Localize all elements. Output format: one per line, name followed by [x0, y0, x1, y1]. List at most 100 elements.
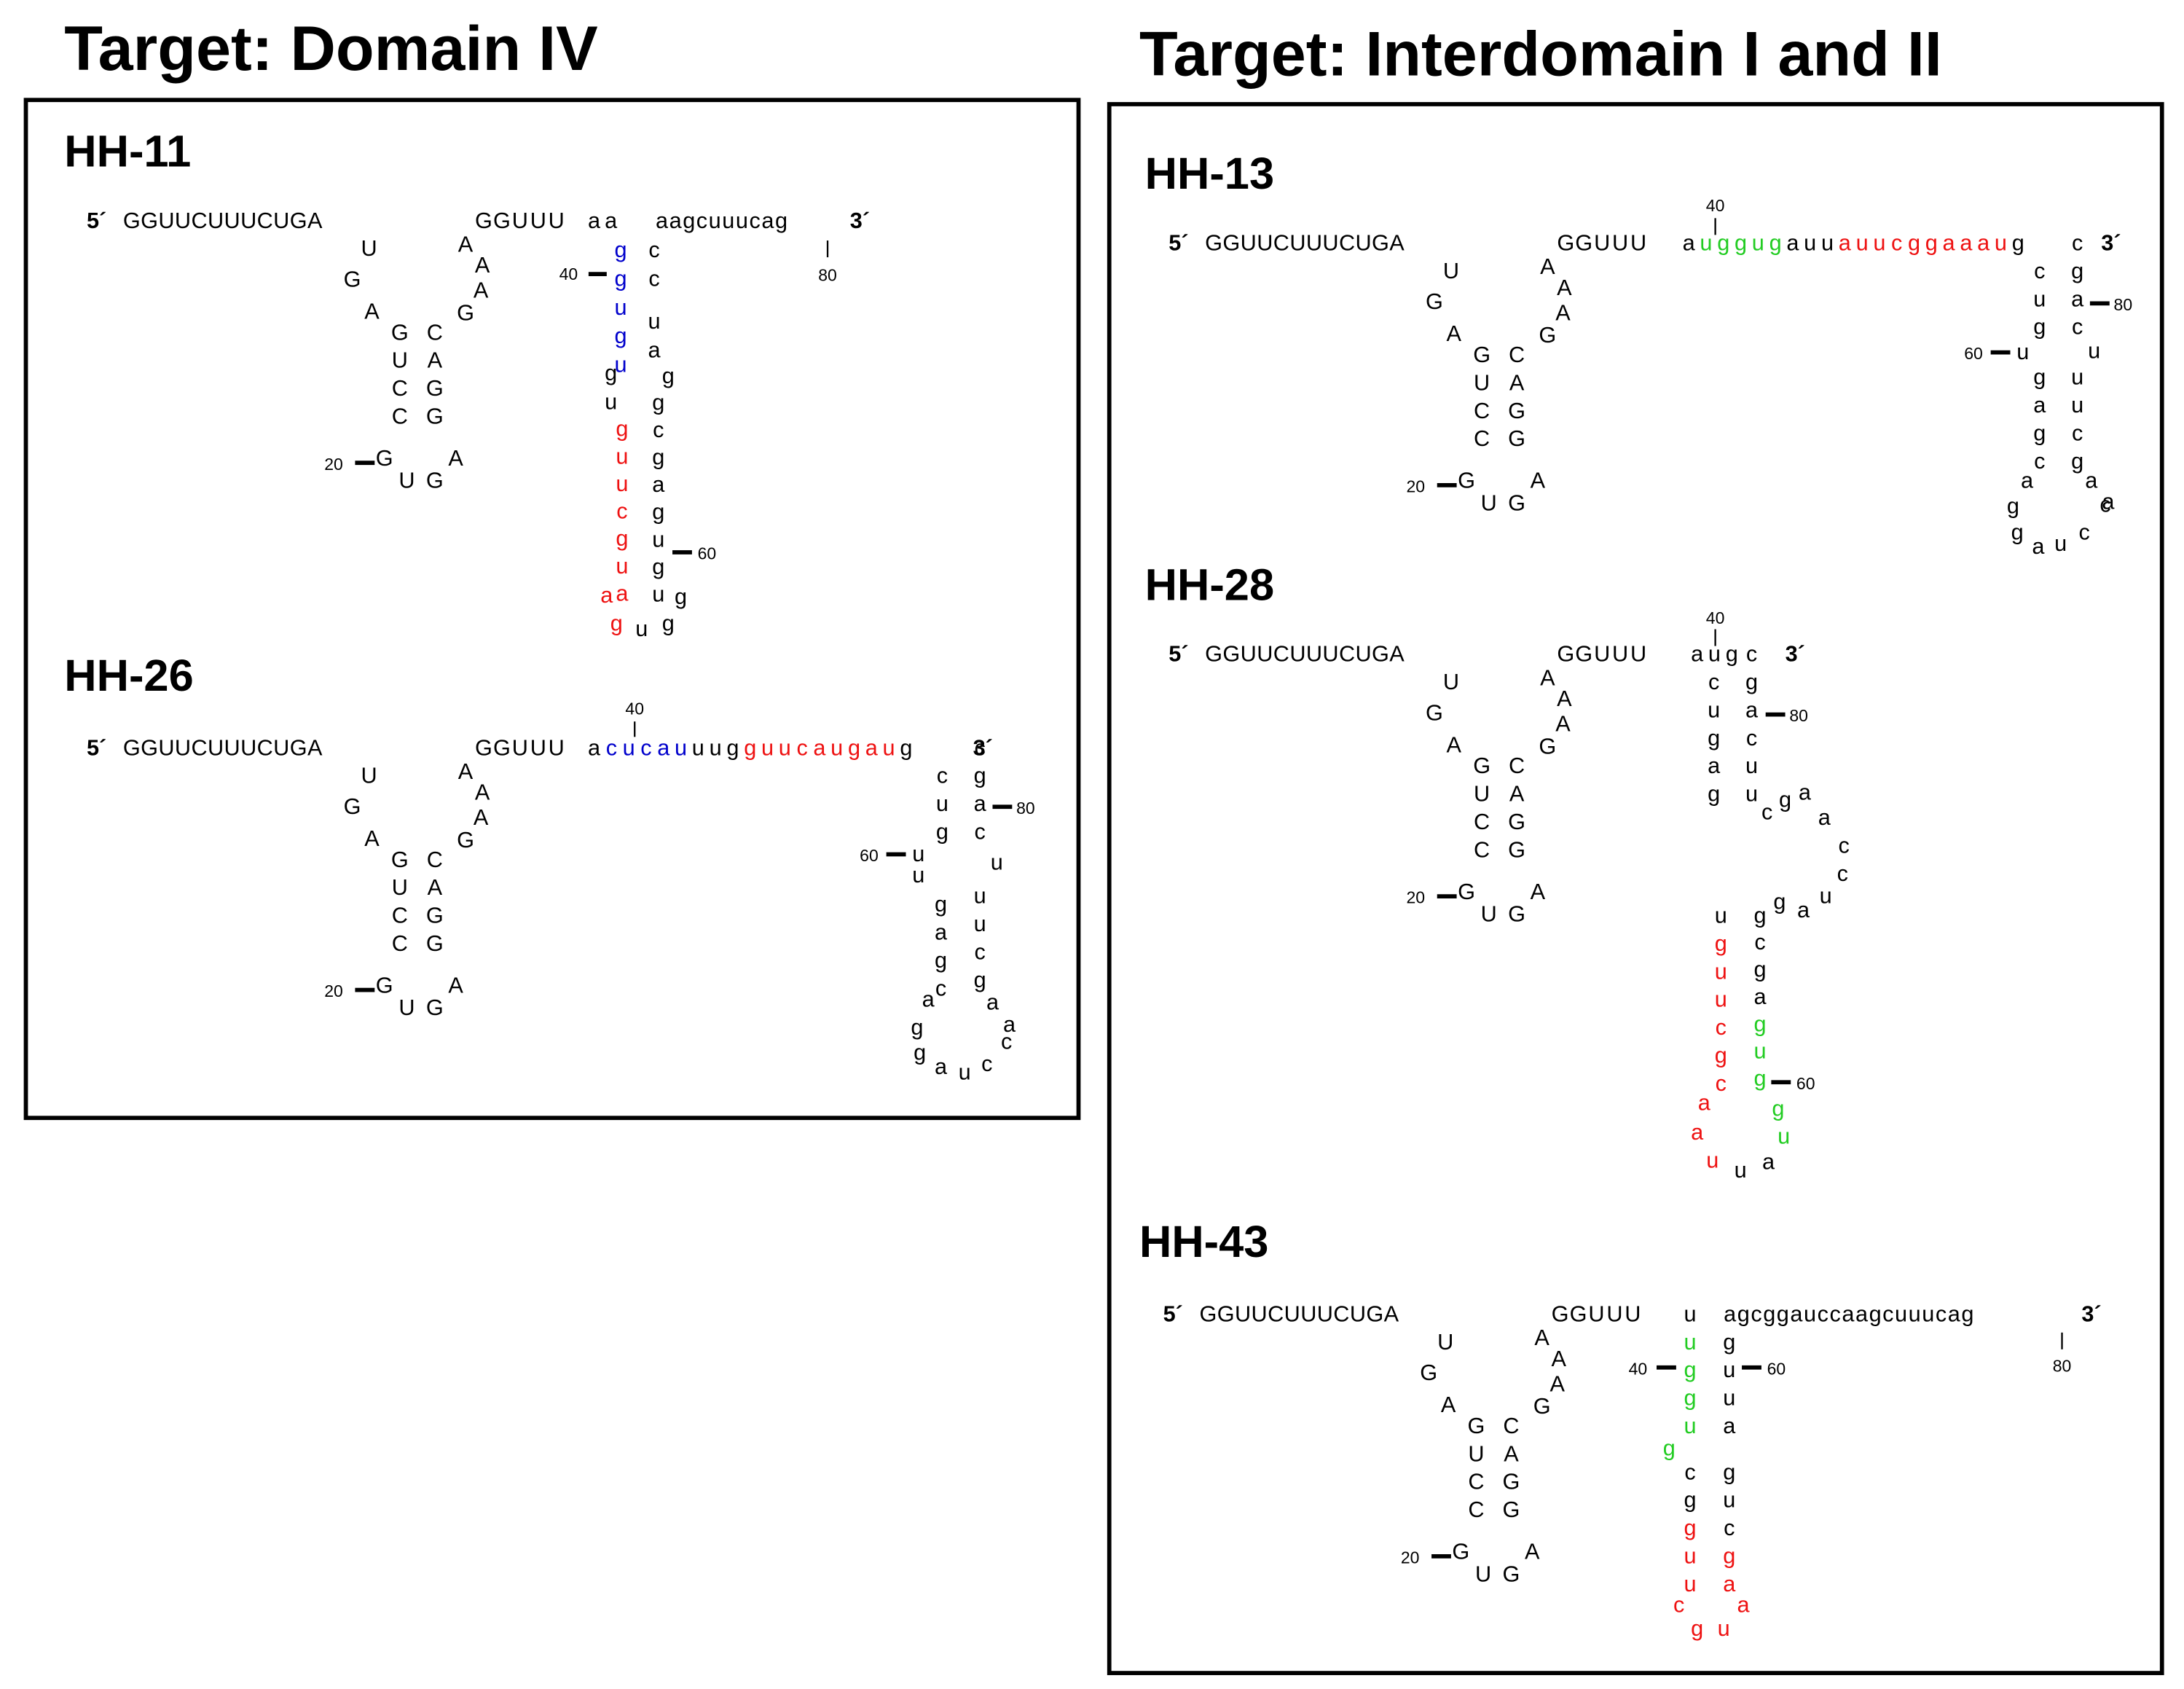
base: g [1684, 1357, 1697, 1382]
three-prime-label: 3´ [850, 208, 870, 233]
stem-base: C [1468, 1497, 1484, 1522]
loop-base: A [1531, 879, 1546, 904]
base: g [1726, 641, 1738, 667]
base: a [2033, 392, 2046, 418]
base: c [616, 498, 627, 524]
arm-base: U [1612, 230, 1628, 256]
base: a [2085, 468, 2098, 493]
base: c [648, 265, 659, 291]
base: a [1723, 1413, 1736, 1438]
arm-base: G [1552, 1301, 1569, 1326]
base: g [652, 499, 664, 525]
base: u [1708, 697, 1720, 722]
stem-base: A [428, 348, 443, 373]
arm-base: U [1625, 1301, 1641, 1326]
arm-base: G [475, 734, 492, 760]
core-base: U [361, 763, 377, 788]
core-base: U [1443, 258, 1459, 283]
base: u [2071, 392, 2083, 418]
base: c [2034, 258, 2045, 283]
base: u [616, 443, 628, 469]
linker-base: g [1925, 230, 1938, 256]
base: c [1673, 1592, 1684, 1618]
core-base: A [1557, 686, 1572, 711]
linker-base: c [1891, 230, 1902, 256]
core-base: A [1540, 665, 1555, 690]
base: g [2071, 448, 2083, 474]
stem-base: G [1508, 836, 1525, 862]
arm-base: G [1570, 1301, 1587, 1326]
hh28-label: HH-28 [1144, 559, 1275, 610]
loop-base: G [1458, 468, 1475, 493]
base: g [2011, 520, 2024, 545]
base: a [648, 337, 661, 362]
stem-base: C [427, 847, 443, 872]
base: g [652, 444, 664, 469]
base: g [605, 360, 617, 385]
arm-base: G [1557, 230, 1574, 256]
core-base: A [1447, 732, 1462, 757]
base: u [1684, 1543, 1697, 1568]
base: c [1716, 1014, 1727, 1040]
linker-base: c [640, 734, 651, 760]
linker-base: g [1769, 230, 1782, 256]
base: c [1684, 1459, 1695, 1484]
base: g [2007, 493, 2019, 518]
five-prime-label: 5´ [87, 734, 106, 760]
loop-base: G [376, 972, 393, 998]
base: a [652, 471, 665, 497]
base: g [1723, 1459, 1735, 1484]
linker-base: u [1700, 230, 1712, 256]
linker-base: a [865, 734, 879, 760]
base: a [605, 208, 618, 233]
arm-base: U [1588, 1301, 1604, 1326]
loop-base: A [1531, 468, 1546, 493]
linker-base: g [1735, 230, 1747, 256]
loop-base: U [1475, 1561, 1491, 1586]
core-base: G [1426, 699, 1443, 725]
base: g [1723, 1329, 1735, 1355]
five-prime-label: 5´ [1168, 230, 1188, 256]
core-base: G [1426, 289, 1443, 314]
base: a [1698, 1090, 1711, 1116]
stem-base: G [391, 847, 409, 872]
stem-base: C [427, 319, 443, 345]
hh26-label: HH-26 [64, 650, 194, 701]
arm-base: U [1630, 641, 1646, 667]
base: u [1723, 1357, 1735, 1382]
linker-base: a [1786, 230, 1799, 256]
arm-base: G [493, 208, 511, 233]
position-60-label: 60 [860, 846, 879, 865]
stem-base: U [392, 874, 408, 900]
base: u [1745, 781, 1758, 807]
base: g [1779, 786, 1791, 812]
base: u [912, 841, 924, 866]
loop-base: A [448, 445, 463, 471]
base: u [2071, 364, 2083, 390]
base: g [911, 1014, 923, 1040]
core-base: U [361, 235, 377, 261]
linker-base: a [1977, 230, 1990, 256]
arm-base: G [1575, 641, 1592, 667]
stem-base: U [1474, 781, 1490, 807]
base: g [1684, 1515, 1697, 1540]
position-40-label: 40 [559, 264, 578, 283]
base: u [648, 308, 661, 334]
linker-base: a [1960, 230, 1973, 256]
linker-base: u [1821, 230, 1834, 256]
stem-base: C [1509, 342, 1525, 367]
base: a [986, 990, 999, 1015]
linker-base: a [657, 734, 670, 760]
core-base: A [1555, 711, 1571, 737]
arm-base: G [493, 734, 511, 760]
position-40-label: 40 [1706, 196, 1725, 215]
loop-base: U [1481, 490, 1497, 515]
base: a [1753, 984, 1767, 1009]
position-80-label: 80 [1016, 799, 1035, 818]
base: a [1723, 1571, 1736, 1596]
base: g [1684, 1487, 1697, 1513]
core-base: G [344, 266, 361, 291]
three-prime-label: 3´ [973, 734, 993, 760]
base: a [935, 1054, 948, 1079]
